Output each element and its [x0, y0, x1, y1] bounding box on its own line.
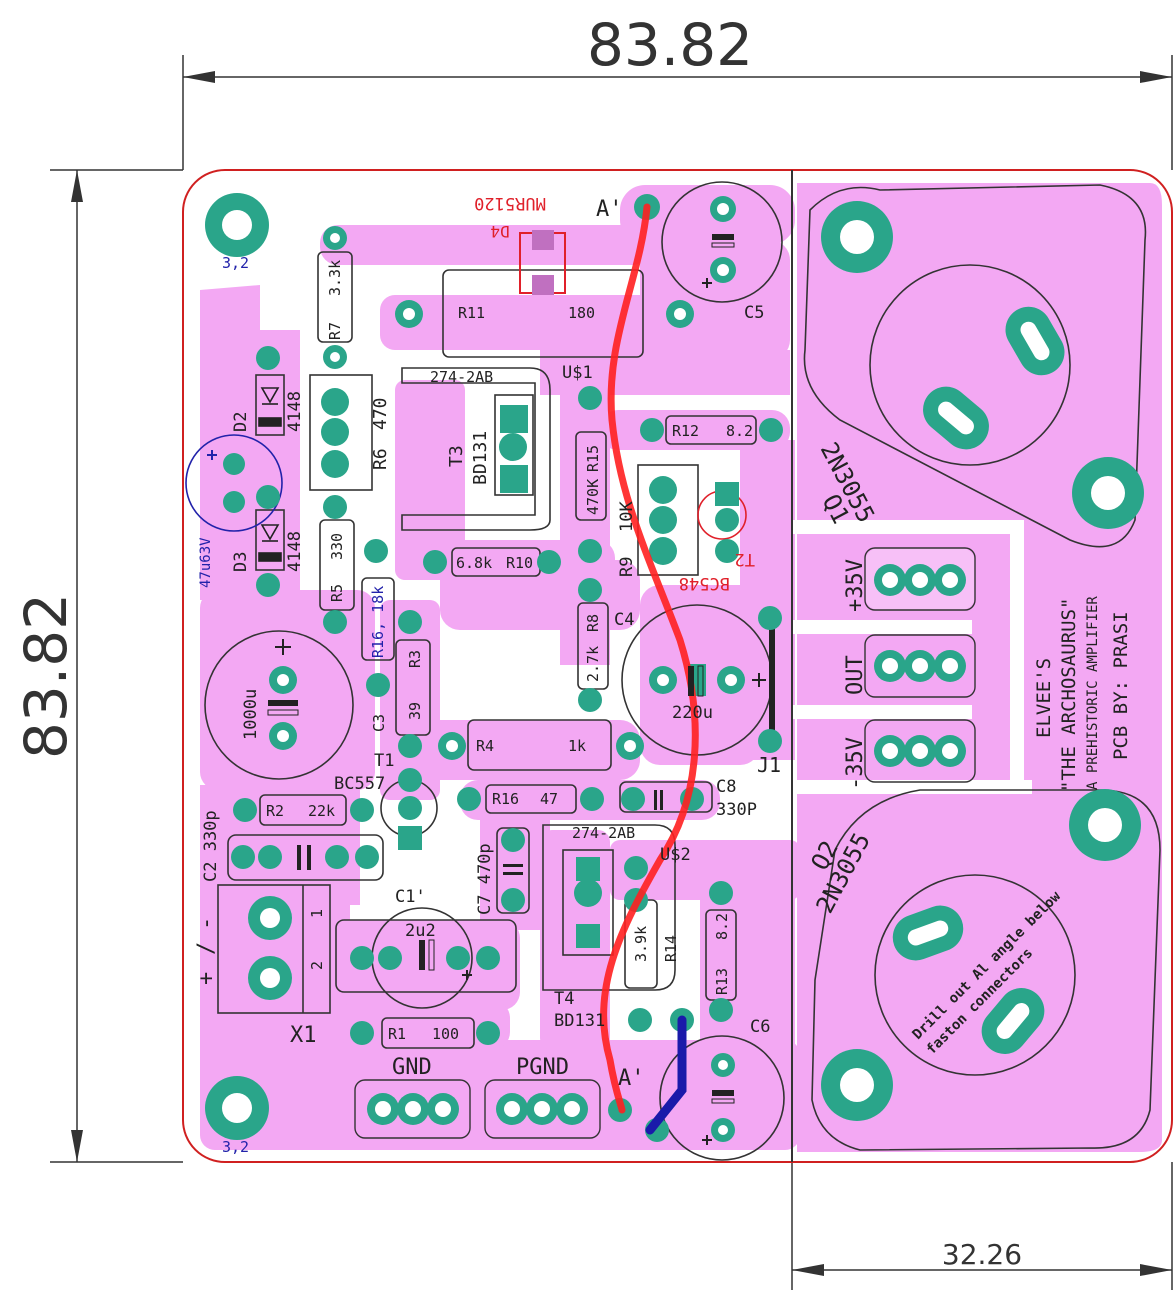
r13-value: 8.2	[713, 913, 731, 940]
c2-label: C2 330p	[201, 810, 221, 882]
x1-slash: /	[194, 942, 219, 955]
c1000-label: 1000u	[241, 689, 261, 740]
r6-value: 470	[370, 397, 391, 430]
t3-part: BD131	[470, 431, 491, 485]
c4-label: C4	[614, 610, 634, 630]
credits-line4: PCB BY: PRASI	[1110, 611, 1132, 760]
out-label: OUT	[843, 655, 868, 695]
r10-label: R10	[506, 554, 533, 572]
r2-value: 22k	[308, 802, 335, 820]
u1-pkg: 274-2AB	[430, 368, 493, 386]
isolation-lanes	[792, 520, 1032, 794]
r11-label: R11	[458, 304, 485, 322]
dimension-lines	[50, 55, 1173, 1290]
c6-label: C6	[750, 1017, 770, 1037]
c3-label: C3	[370, 714, 388, 732]
cap-marks	[267, 234, 735, 1104]
a-bottom-label: A'	[618, 1066, 645, 1091]
r8-label: R8	[584, 614, 602, 632]
r16b-value: 47	[540, 790, 558, 808]
plus35-label: +35V	[843, 559, 868, 612]
r7-value: 3.3k	[326, 260, 344, 296]
c1-label: C1'	[395, 887, 426, 907]
t3-label: T3	[446, 445, 467, 467]
r2-label: R2	[266, 802, 284, 820]
t2-part: BC548	[679, 573, 730, 593]
x1-minus: -	[194, 917, 219, 930]
dimension-top: 83.82	[587, 11, 753, 79]
r4-label: R4	[476, 737, 494, 755]
d4-label: D4	[490, 222, 509, 241]
cap47-label: 47u63V	[198, 537, 214, 588]
connector-beds	[354, 547, 976, 1139]
red-jumper-wire	[600, 203, 699, 1114]
t1-part: BC557	[334, 774, 385, 794]
r1-value: 100	[432, 1025, 459, 1043]
d4-smd	[519, 230, 566, 295]
r3-value: 39	[406, 702, 424, 720]
r10-value: 6.8k	[456, 554, 492, 572]
x1-pin2: 2	[308, 961, 326, 970]
x1-label: X1	[290, 1023, 317, 1048]
x1-plus: +	[194, 972, 219, 985]
credits-line3: A PREHISTORIC AMPLIFIER	[1085, 596, 1101, 790]
c1-value: 2u2	[405, 921, 436, 941]
blue-jumper-wire	[645, 1015, 687, 1135]
r12-value: 8.2	[726, 422, 753, 440]
x1-pin1: 1	[308, 909, 326, 918]
r15-value: 470K	[584, 479, 602, 515]
r12-label: R12	[672, 422, 699, 440]
pads	[205, 193, 1144, 1142]
r5-value: 330	[328, 533, 346, 560]
r16a-label: R16, 18k	[369, 586, 387, 658]
c8-label: C8	[716, 777, 736, 797]
r7-label: R7	[326, 322, 344, 340]
u1-label: U$1	[562, 363, 593, 383]
r11-value: 180	[568, 304, 595, 322]
a-top-label: A'	[596, 197, 623, 222]
r6-label: R6	[370, 448, 391, 470]
r3-label: R3	[406, 650, 424, 668]
dimension-bottom: 32.26	[942, 1238, 1022, 1271]
mount-label-top: 3,2	[222, 254, 249, 272]
t1-label: T1	[374, 751, 394, 771]
d4-part: MUR5120	[474, 193, 546, 213]
r8-value: 2.7k	[584, 646, 602, 682]
c8-value: 330P	[716, 800, 757, 820]
d2-value: 4148	[285, 391, 305, 432]
c7-label: C7 470p	[475, 843, 495, 915]
r9-label: R9	[617, 557, 637, 577]
d3-value: 4148	[285, 531, 305, 572]
dimension-left: 83.82	[12, 593, 80, 759]
d2-label: D2	[231, 412, 251, 432]
credits-line2: "THE ARCHOSAURUS"	[1058, 598, 1080, 792]
r13-label: R13	[713, 968, 731, 995]
c4-value: 220u	[672, 703, 713, 723]
d3-label: D3	[231, 552, 251, 572]
dimension-arrows	[71, 71, 1172, 1276]
t4-part: BD131	[554, 1011, 605, 1031]
r14-value: 3.9k	[632, 926, 650, 962]
pgnd-label: PGND	[516, 1055, 569, 1080]
r1-label: R1	[388, 1025, 406, 1043]
r4-value: 1k	[568, 737, 586, 755]
t4-label: T4	[554, 989, 574, 1009]
gnd-label: GND	[392, 1055, 432, 1080]
t2-label: T2	[735, 549, 755, 569]
r5-label: R5	[328, 584, 346, 602]
r14-label: R14	[662, 935, 680, 962]
r15-label: R15	[584, 445, 602, 472]
plus-marks	[207, 278, 766, 1145]
minus35-label: -35V	[843, 737, 868, 790]
c5-label: C5	[744, 303, 764, 323]
r9-value: 10K	[617, 501, 637, 532]
credits-line1: ELVEE'S	[1033, 658, 1055, 738]
u2-label: U$2	[660, 845, 691, 865]
mount-label-bottom: 3,2	[222, 1138, 249, 1156]
j1-label: J1	[757, 753, 781, 777]
u2-pkg: 274-2AB	[572, 824, 635, 842]
diode-symbols	[258, 387, 282, 562]
r16b-label: R16	[492, 790, 519, 808]
